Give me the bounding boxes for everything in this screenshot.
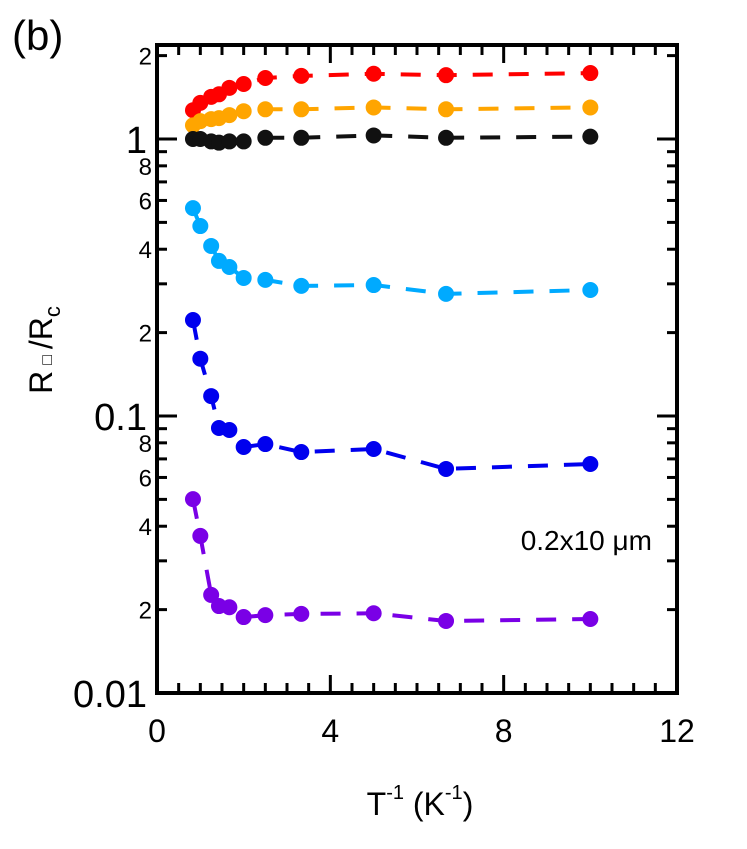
- y-axis-ticks: 1 0.1 0.01 2 8 6 4 2 8 6 4 2: [73, 44, 677, 716]
- series-line: [193, 133, 591, 145]
- data-point-marker: [438, 460, 455, 477]
- data-point-marker: [221, 133, 238, 150]
- data-point-marker: [582, 282, 599, 299]
- data-point-marker: [221, 107, 238, 124]
- x-tick-label: 0: [148, 713, 166, 749]
- x-tick-label: 8: [495, 713, 513, 749]
- x-axis-label-close: ): [463, 786, 474, 822]
- y-minor-tick-label: 6: [139, 188, 152, 215]
- series-line: [191, 207, 591, 296]
- panel-label: (b): [12, 12, 64, 59]
- data-point-marker: [235, 609, 252, 626]
- series-line: [191, 319, 591, 471]
- data-point-marker: [438, 101, 455, 118]
- data-point-marker: [192, 218, 209, 235]
- series-purple: [184, 491, 599, 629]
- series-black: [184, 127, 599, 151]
- data-point-marker: [365, 65, 382, 82]
- annotation-sample-size: 0.2x10 μm: [521, 525, 652, 556]
- data-point-marker: [438, 67, 455, 84]
- y-axis-label-main: R: [23, 371, 59, 394]
- data-point-marker: [293, 101, 310, 118]
- data-point-marker: [582, 128, 599, 145]
- data-point-marker: [203, 586, 220, 603]
- y-minor-tick-label: 4: [139, 237, 152, 264]
- data-point-marker: [293, 444, 310, 461]
- data-point-marker: [257, 271, 274, 288]
- y-axis-label-slash: /R: [23, 317, 59, 349]
- data-point-marker: [203, 388, 220, 405]
- data-point-marker: [235, 269, 252, 286]
- data-point-marker: [582, 65, 599, 82]
- series-orange: [184, 99, 599, 134]
- data-point-marker: [221, 259, 238, 276]
- y-axis-label-square: □: [39, 355, 56, 365]
- y-axis-label: R □ /Rc: [23, 306, 65, 394]
- x-axis-label-unit-sup: -1: [445, 782, 463, 804]
- axes-layer: 0 4 8 12 1 0.1 0.01 2 8 6 4 2 8 6 4 2: [73, 43, 695, 749]
- data-point-marker: [438, 285, 455, 302]
- y-major-tick-label: 0.1: [94, 397, 147, 439]
- data-point-marker: [192, 350, 209, 367]
- x-axis-ticks: 0 4 8 12: [148, 45, 695, 749]
- series-layer: [184, 65, 599, 629]
- data-point-marker: [257, 70, 274, 87]
- data-point-marker: [438, 612, 455, 629]
- x-axis-label-main: T: [367, 786, 387, 822]
- y-minor-tick-label: 2: [139, 321, 152, 348]
- series-red: [184, 65, 599, 119]
- series-line: [191, 498, 591, 624]
- y-major-tick-label: 0.01: [73, 674, 147, 716]
- x-axis-label-sup: -1: [386, 782, 404, 804]
- data-point-marker: [235, 103, 252, 120]
- data-point-marker: [365, 99, 382, 116]
- data-point-marker: [235, 133, 252, 150]
- series-line: [191, 71, 591, 112]
- data-point-marker: [257, 436, 274, 453]
- data-point-marker: [184, 312, 201, 329]
- data-point-marker: [365, 127, 382, 144]
- data-point-marker: [293, 129, 310, 146]
- data-point-marker: [184, 491, 201, 508]
- data-point-marker: [582, 455, 599, 472]
- data-point-marker: [235, 438, 252, 455]
- series-line: [191, 105, 591, 128]
- x-axis-label-unit: (K: [404, 786, 445, 822]
- y-minor-tick-label: 8: [139, 431, 152, 458]
- y-major-tick-label: 1: [126, 120, 147, 162]
- data-point-marker: [293, 277, 310, 294]
- series-blue: [184, 312, 599, 477]
- data-point-marker: [257, 129, 274, 146]
- data-point-marker: [184, 200, 201, 217]
- y-minor-tick-label: 6: [139, 465, 152, 492]
- x-tick-label: 4: [321, 713, 339, 749]
- data-point-marker: [365, 277, 382, 294]
- data-point-marker: [221, 79, 238, 96]
- data-point-marker: [438, 129, 455, 146]
- data-point-marker: [192, 527, 209, 544]
- data-point-marker: [293, 67, 310, 84]
- data-point-marker: [257, 101, 274, 118]
- y-axis-label-sub: c: [40, 306, 65, 317]
- data-point-marker: [235, 75, 252, 92]
- data-point-marker: [257, 607, 274, 624]
- data-point-marker: [365, 605, 382, 622]
- y-minor-tick-label: 2: [139, 44, 152, 71]
- data-point-marker: [293, 605, 310, 622]
- data-point-marker: [221, 422, 238, 439]
- x-tick-label: 12: [659, 713, 695, 749]
- data-point-marker: [582, 99, 599, 116]
- data-point-marker: [203, 237, 220, 254]
- data-point-marker: [582, 610, 599, 627]
- y-minor-tick-label: 4: [139, 514, 152, 541]
- data-point-marker: [221, 599, 238, 616]
- y-minor-tick-label: 8: [139, 154, 152, 181]
- data-point-marker: [365, 441, 382, 458]
- series-light-blue: [184, 200, 599, 302]
- y-minor-tick-label: 2: [139, 598, 152, 625]
- x-axis-label: T-1 (K-1): [367, 782, 474, 822]
